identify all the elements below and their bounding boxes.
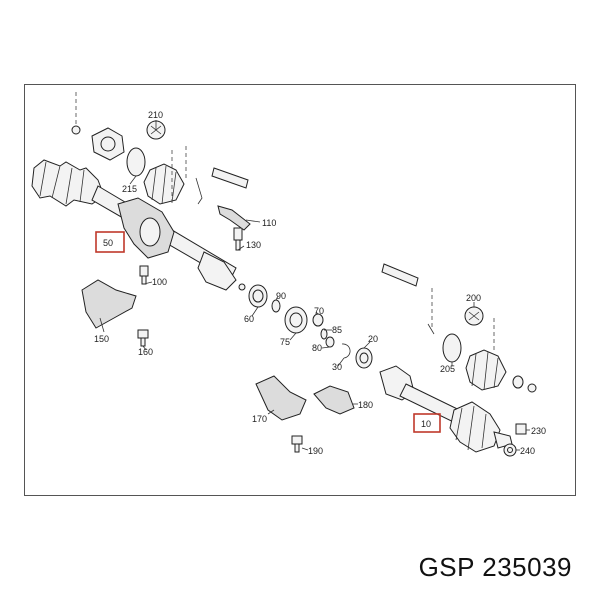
label-190: 190: [308, 446, 323, 456]
boot-clamp-205: [442, 333, 462, 363]
label-90: 90: [276, 291, 286, 301]
label-205: 205: [440, 364, 455, 374]
ring-85: [320, 328, 328, 340]
leader-lines: [99, 120, 530, 451]
label-230: 230: [531, 426, 546, 436]
label-50: 50: [103, 238, 113, 248]
label-80: 80: [312, 343, 322, 353]
bolt-230: [515, 423, 527, 435]
label-10: 10: [421, 419, 431, 429]
label-210: 210: [148, 110, 163, 120]
inner-joint: [197, 251, 237, 291]
grease-tube: [211, 167, 249, 189]
shaft-end-stub: [238, 283, 246, 291]
heat-shield-150: [81, 279, 137, 329]
label-100: 100: [152, 277, 167, 287]
ring-right: [512, 375, 524, 389]
part-labels: 210 215 110 130 50 100 90 60 70 85 75 80…: [94, 110, 546, 456]
label-75: 75: [280, 337, 290, 347]
left-shaft-assembly: [31, 159, 246, 291]
bolt-160: [137, 329, 149, 347]
label-70: 70: [314, 306, 324, 316]
heat-shield-170: [255, 375, 307, 421]
label-20: 20: [368, 334, 378, 344]
label-170: 170: [252, 414, 267, 424]
highlight-box-50: [95, 231, 125, 253]
label-30: 30: [332, 362, 342, 372]
right-outer-boot: [449, 401, 501, 453]
part-number-caption: GSP 235039: [418, 552, 572, 582]
label-110: 110: [262, 218, 276, 228]
bolt-100: [139, 265, 149, 285]
circlip-small: [71, 125, 81, 135]
grease-tube-right: [381, 263, 419, 287]
ring-90: [271, 299, 281, 313]
circlip-right: [527, 383, 537, 393]
label-200: 200: [466, 293, 481, 303]
label-130: 130: [246, 240, 261, 250]
heat-shield-150-group: [81, 279, 149, 347]
lower-shields-group: [255, 375, 355, 453]
label-160: 160: [138, 347, 153, 357]
bearing-housing-hole: [139, 217, 161, 247]
label-240: 240: [520, 446, 535, 456]
bolt-190: [291, 435, 303, 453]
label-215: 215: [122, 184, 137, 194]
upper-joint-parts: [71, 92, 251, 231]
boot-clamp-215: [126, 147, 146, 177]
label-150: 150: [94, 334, 109, 344]
bracket-180: [313, 385, 355, 415]
right-shaft-assembly: [379, 365, 527, 457]
right-joint-parts: [381, 263, 537, 393]
seal-rings-group: [248, 284, 373, 369]
bracket-110: [217, 205, 251, 231]
label-85: 85: [332, 325, 342, 335]
circlip-30: [341, 343, 351, 359]
label-180: 180: [358, 400, 373, 410]
ring-80: [325, 336, 335, 348]
highlight-box-10: [413, 413, 441, 433]
label-60: 60: [244, 314, 254, 324]
bolt-130: [233, 227, 243, 251]
